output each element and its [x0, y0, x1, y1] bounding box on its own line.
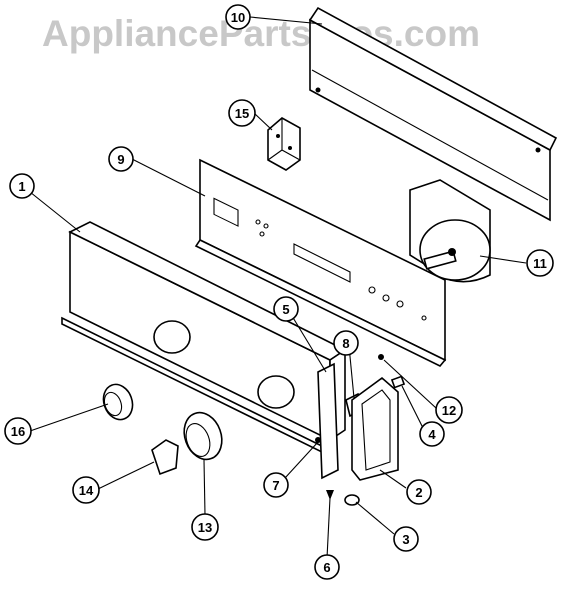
callouts: 1 2 3 4 5 6 7 8 — [4, 4, 554, 580]
watermark-text: AppliancePartsPros.com — [42, 13, 480, 54]
part-6-screw — [326, 490, 334, 500]
callout-13-label: 13 — [198, 520, 212, 535]
part-10-rear-panel — [308, 6, 558, 222]
callout-16-label: 16 — [11, 424, 25, 439]
part-1-console-body — [61, 221, 347, 458]
callout-2-label: 2 — [415, 485, 422, 500]
callout-1-label: 1 — [18, 179, 25, 194]
part-7-screw — [315, 437, 321, 443]
part-15-timer — [267, 117, 301, 171]
callout-10-label: 10 — [231, 10, 245, 25]
callout-11: 11 — [526, 249, 554, 277]
callout-16: 16 — [4, 417, 32, 445]
callout-3: 3 — [393, 526, 419, 552]
callout-12: 12 — [435, 396, 463, 424]
callout-9: 9 — [108, 146, 134, 172]
callout-5-label: 5 — [282, 302, 289, 317]
callout-10: 10 — [225, 4, 251, 30]
part-12-screw — [378, 354, 384, 360]
part-3-clip — [344, 494, 360, 506]
callout-5: 5 — [273, 296, 299, 322]
callout-7: 7 — [263, 472, 289, 498]
callout-3-label: 3 — [402, 532, 409, 547]
callout-15: 15 — [228, 99, 256, 127]
callout-14-label: 14 — [79, 483, 94, 498]
callout-7-label: 7 — [272, 478, 279, 493]
callout-2: 2 — [406, 479, 432, 505]
part-16-knob — [102, 383, 134, 421]
callout-1: 1 — [9, 173, 35, 199]
callout-6: 6 — [314, 554, 340, 580]
part-13-dial — [183, 411, 223, 461]
callout-12-label: 12 — [442, 403, 456, 418]
callout-6-label: 6 — [323, 560, 330, 575]
callout-14: 14 — [72, 476, 100, 504]
callout-8: 8 — [333, 330, 359, 356]
callout-15-label: 15 — [235, 106, 249, 121]
callout-13: 13 — [191, 513, 219, 541]
part-9-control-panel — [194, 158, 447, 367]
callout-11-label: 11 — [533, 256, 547, 271]
callout-9-label: 9 — [117, 152, 124, 167]
part-11-blower-housing — [409, 179, 491, 283]
callout-4-label: 4 — [428, 427, 436, 442]
part-14-push-knob — [151, 439, 179, 476]
callout-8-label: 8 — [342, 336, 349, 351]
part-4-clip — [390, 375, 406, 389]
leader-lines — [29, 16, 527, 559]
part-5-bracket — [317, 362, 339, 480]
part-2-end-cap — [351, 376, 399, 481]
callout-4: 4 — [419, 421, 445, 447]
